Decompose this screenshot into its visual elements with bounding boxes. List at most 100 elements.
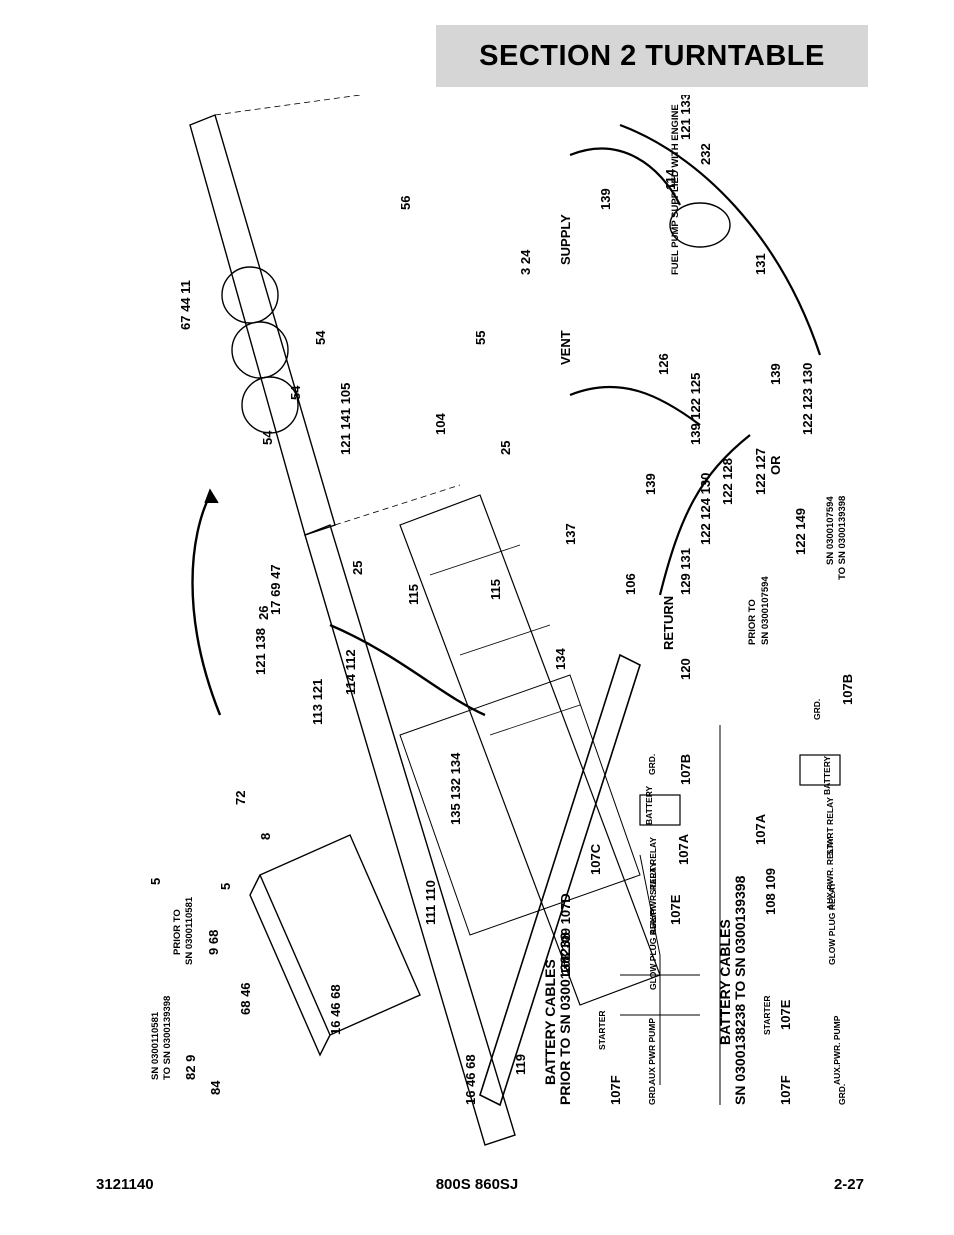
- callout-139c: 139: [643, 473, 658, 495]
- callout-68-46: 68 46: [238, 982, 253, 1015]
- callout-84: 84: [208, 1080, 223, 1095]
- svg-text:107C: 107C: [588, 843, 603, 875]
- callout-54b: 54: [288, 385, 303, 400]
- callout-9-68: 9 68: [206, 930, 221, 955]
- callout-106: 106: [623, 573, 638, 595]
- callout-129-131: 129 131: [678, 548, 693, 595]
- svg-text:107B: 107B: [840, 674, 855, 705]
- schematic-a-title-1: BATTERY CABLES: [542, 959, 558, 1085]
- svg-text:GLOW PLUG RELAY: GLOW PLUG RELAY: [648, 907, 658, 990]
- callout-134: 134: [553, 648, 568, 670]
- callout-16-46-68b: 16 46 68: [463, 1054, 478, 1105]
- footer-part-number: 3121140: [96, 1176, 154, 1193]
- callout-3-24: 3 24: [518, 249, 533, 275]
- callout-119: 119: [513, 1054, 528, 1075]
- callout-139b: 139: [768, 363, 783, 385]
- schematic-b-title-1: BATTERY CABLES: [717, 919, 733, 1045]
- callout-122-149: 122 149: [793, 508, 808, 555]
- callout-121-141-105: 121 141 105: [338, 383, 353, 455]
- callout-120: 120: [678, 658, 693, 680]
- svg-text:GRD.: GRD.: [837, 1084, 847, 1105]
- schematic-a-title-2: PRIOR TO SN 0300138238: [557, 932, 573, 1105]
- svg-text:107E: 107E: [778, 999, 793, 1030]
- callout-5a: 5: [218, 883, 233, 890]
- svg-text:STARTER: STARTER: [762, 995, 772, 1035]
- callout-104: 104: [433, 413, 448, 435]
- footer-models: 800S 860SJ: [435, 1176, 519, 1193]
- callout-122-123-130: 122 123 130: [800, 363, 815, 435]
- callout-122-124-130: 122 124 130: [698, 473, 713, 545]
- callout-115b: 115: [488, 579, 503, 600]
- svg-text:AUX.PWR. RELAY: AUX.PWR. RELAY: [825, 837, 835, 910]
- note-sn-range-2: TO SN 0300139398: [162, 996, 173, 1080]
- callout-122-128: 122 128: [720, 458, 735, 505]
- svg-text:107A: 107A: [753, 813, 768, 845]
- label-return: RETURN: [661, 596, 676, 650]
- callout-121-138: 121 138: [253, 628, 268, 675]
- svg-text:GRD.: GRD.: [647, 1084, 657, 1105]
- note-prior-to: PRIOR TO: [172, 909, 183, 955]
- callout-131: 131: [753, 253, 768, 275]
- callout-126: 126: [656, 353, 671, 375]
- svg-text:107E: 107E: [668, 894, 683, 925]
- note-prior-107594a: PRIOR TO: [747, 599, 758, 645]
- svg-text:GRD.: GRD.: [812, 699, 822, 720]
- callout-54c: 54: [260, 430, 275, 445]
- callout-54a: 54: [313, 330, 328, 345]
- callout-121-133: 121 133: [678, 95, 693, 140]
- callout-56: 56: [398, 196, 413, 210]
- section-header: SECTION 2 TURNTABLE: [436, 25, 868, 87]
- callout-26: 26: [256, 606, 271, 620]
- callout-137: 137: [563, 523, 578, 545]
- callout-232: 232: [698, 143, 713, 165]
- svg-text:STARTER: STARTER: [597, 1010, 607, 1050]
- svg-text:BATTERY: BATTERY: [822, 755, 832, 795]
- note-prior-sn: SN 0300110581: [184, 896, 195, 965]
- callout-139: 139: [598, 188, 613, 210]
- callout-25: 25: [498, 441, 513, 455]
- exploded-view-drawing: 121 133 232 114 139 56 67 44 11 3 24 SUP…: [148, 93, 855, 1146]
- label-supply: SUPPLY: [558, 214, 573, 265]
- callout-135-132-134: 135 132 134: [448, 752, 463, 825]
- svg-text:START RELAY: START RELAY: [825, 797, 835, 855]
- callout-114-112: 114 112: [343, 649, 358, 695]
- callout-82-9: 82 9: [183, 1055, 198, 1080]
- label-vent: VENT: [558, 330, 573, 365]
- note-sn-range-1: SN 0300110581: [150, 1011, 161, 1080]
- callout-139-122-125: 139 122 125: [688, 373, 703, 445]
- svg-text:START RELAY: START RELAY: [648, 837, 658, 895]
- note-prior-107594b: SN 0300107594: [760, 576, 771, 645]
- callout-114: 114: [663, 168, 678, 190]
- callout-111-110: 111 110: [423, 880, 438, 925]
- svg-text:107A: 107A: [676, 833, 691, 865]
- svg-text:107B: 107B: [678, 754, 693, 785]
- svg-text:108 109: 108 109: [763, 868, 778, 915]
- note-fuel-pump: FUEL PUMP SUPPLIED WITH ENGINE: [670, 104, 681, 275]
- callout-72: 72: [233, 791, 248, 805]
- svg-text:AUX.PWR. RELAY: AUX.PWR. RELAY: [648, 862, 658, 935]
- callout-5b: 5: [148, 878, 163, 885]
- schematic-b-title-2: SN 0300138238 TO SN 0300139398: [732, 875, 748, 1105]
- callout-16-46-68a: 16 46 68: [328, 984, 343, 1035]
- note-sn-107594: SN 0300107594: [825, 496, 836, 565]
- parts-diagram: 121 133 232 114 139 56 67 44 11 3 24 SUP…: [100, 93, 880, 1155]
- callout-8: 8: [258, 833, 273, 840]
- svg-text:GRD.: GRD.: [647, 754, 657, 775]
- callout-67-44-11: 67 44 11: [178, 280, 193, 330]
- callout-17-69-47: 17 69 47: [268, 564, 283, 615]
- label-or: OR: [768, 455, 783, 475]
- callout-55: 55: [473, 331, 488, 345]
- svg-text:108 109 107D: 108 109 107D: [558, 893, 573, 975]
- svg-text:107F: 107F: [608, 1075, 623, 1105]
- callout-122-127: 122 127: [753, 448, 768, 495]
- svg-text:BATTERY: BATTERY: [644, 785, 654, 825]
- svg-text:107F: 107F: [778, 1075, 793, 1105]
- note-to-139398: TO SN 0300139398: [837, 496, 848, 580]
- section-title: SECTION 2 TURNTABLE: [479, 39, 825, 72]
- svg-text:AUX.PWR. PUMP: AUX.PWR. PUMP: [832, 1015, 842, 1085]
- svg-text:AUX PWR PUMP: AUX PWR PUMP: [647, 1018, 657, 1085]
- svg-text:GLOW PLUG RELAY: GLOW PLUG RELAY: [827, 882, 837, 965]
- callout-25b: 25: [350, 561, 365, 575]
- callout-115a: 115: [406, 584, 421, 605]
- footer-page-number: 2-27: [833, 1176, 864, 1193]
